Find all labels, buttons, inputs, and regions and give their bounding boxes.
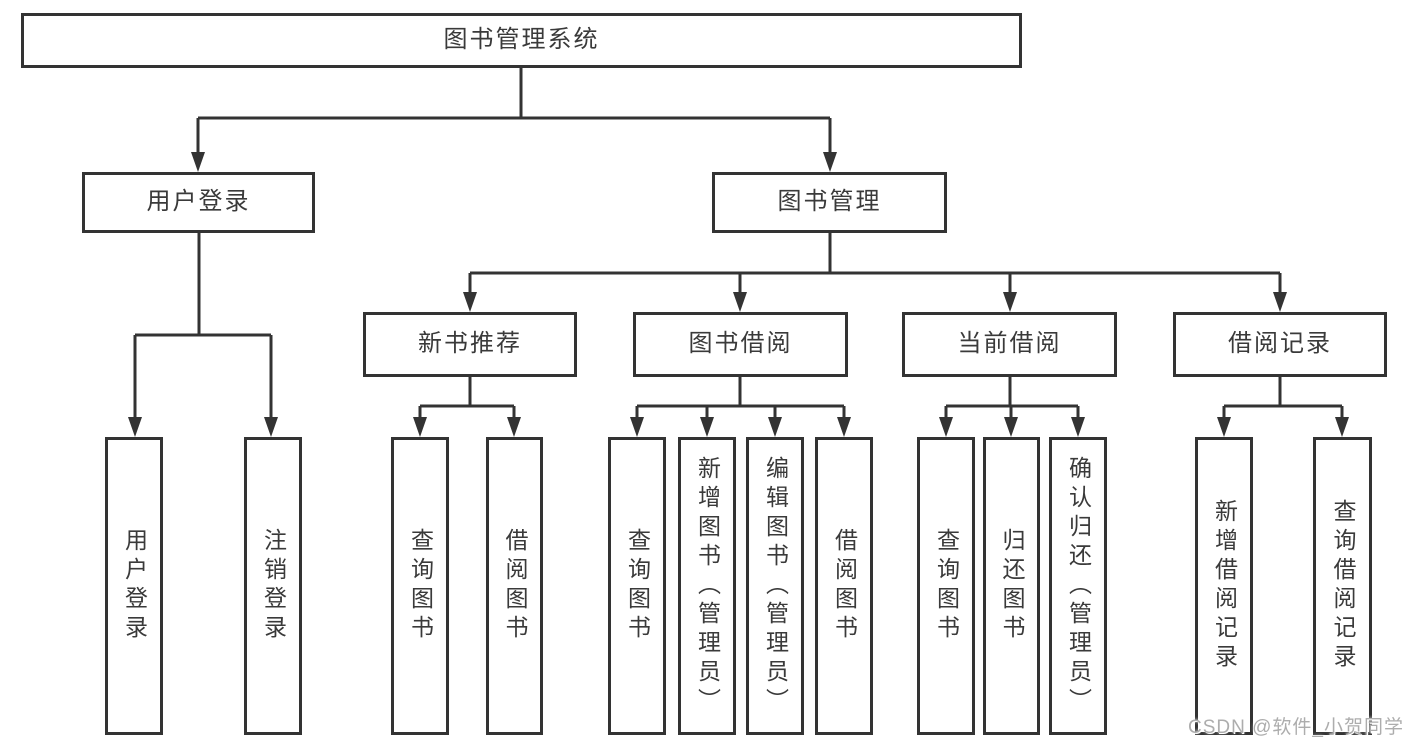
leaf-query-books-current: 查询图书 [917,437,975,735]
leaf-borrow-books: 借阅图书 [815,437,873,735]
node-book-management: 图书管理 [712,172,947,233]
leaf-add-borrow-record: 新增借阅记录 [1195,437,1253,735]
leaf-query-books-recommend: 查询图书 [391,437,449,735]
leaf-logout: 注销登录 [244,437,302,735]
connector-arrowheads [128,152,1349,437]
leaf-query-borrow-record: 查询借阅记录 [1313,437,1372,735]
node-new-book-recommend: 新书推荐 [363,312,577,377]
leaf-user-login: 用户登录 [105,437,163,735]
leaf-borrow-books-recommend: 借阅图书 [486,437,543,735]
leaf-query-books-borrow: 查询图书 [608,437,666,735]
leaf-confirm-return-admin: 确认归还（管理员） [1049,437,1107,735]
node-borrow-record: 借阅记录 [1173,312,1387,377]
node-current-borrow: 当前借阅 [902,312,1117,377]
node-library-management-system: 图书管理系统 [21,13,1022,68]
node-book-borrow: 图书借阅 [633,312,848,377]
connector-lines [133,68,1344,419]
node-user-login: 用户登录 [82,172,315,233]
leaf-edit-books-admin: 编辑图书（管理员） [746,437,804,735]
leaf-return-books: 归还图书 [983,437,1040,735]
leaf-add-books-admin: 新增图书（管理员） [678,437,736,735]
csdn-watermark: CSDN @软件_小贺同学 [1188,717,1404,738]
